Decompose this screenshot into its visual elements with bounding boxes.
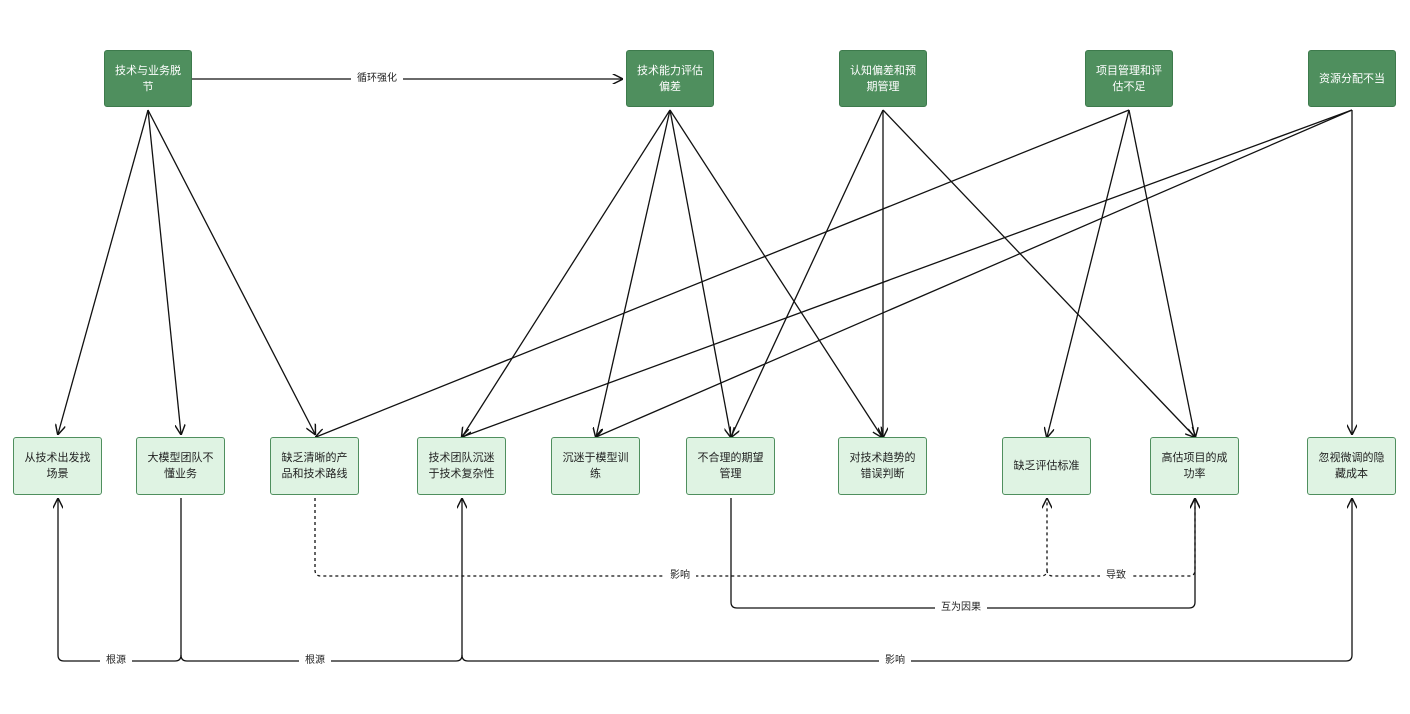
node-top-2[interactable]: 技术能力评估偏差	[626, 50, 714, 107]
node-top-1[interactable]: 技术与业务脱节	[104, 50, 192, 107]
edge-label-loop: 循环强化	[351, 72, 403, 86]
edge-root-1	[58, 498, 182, 662]
edge-label-root-2: 根源	[299, 654, 331, 668]
node-top-4[interactable]: 项目管理和评估不足	[1085, 50, 1173, 107]
edge-top4-bottom8	[1047, 109, 1130, 437]
node-bottom-9[interactable]: 高估项目的成功率	[1150, 437, 1239, 495]
edge-influence-1	[314, 498, 1047, 577]
edge-top1-bottom3	[147, 109, 315, 434]
node-bottom-6[interactable]: 不合理的期望管理	[686, 437, 775, 495]
edge-top4-bottom9	[1128, 109, 1195, 437]
node-top-3[interactable]: 认知偏差和预期管理	[839, 50, 927, 107]
edge-top3-bottom9	[882, 109, 1195, 437]
edge-top1-bottom1	[58, 109, 149, 434]
edge-top3-bottom6	[731, 109, 884, 437]
edge-top5-bottom4	[462, 109, 1353, 437]
node-bottom-1[interactable]: 从技术出发找场景	[13, 437, 102, 495]
edge-label-influence-1: 影响	[664, 569, 696, 583]
node-bottom-2[interactable]: 大模型团队不懂业务	[136, 437, 225, 495]
edge-label-root-1: 根源	[100, 654, 132, 668]
edge-label-mutual: 互为因果	[935, 601, 987, 615]
node-top-5[interactable]: 资源分配不当	[1308, 50, 1396, 107]
edge-top2-bottom4	[462, 109, 671, 437]
edge-label-leads-to: 导致	[1100, 569, 1132, 583]
node-bottom-5[interactable]: 沉迷于模型训练	[551, 437, 640, 495]
edge-label-influence-2: 影响	[879, 654, 911, 668]
edge-top4-bottom3	[316, 109, 1130, 437]
node-bottom-3[interactable]: 缺乏清晰的产品和技术路线	[270, 437, 359, 495]
node-bottom-8[interactable]: 缺乏评估标准	[1002, 437, 1091, 495]
edge-influence-2	[461, 499, 1352, 662]
node-bottom-7[interactable]: 对技术趋势的错误判断	[838, 437, 927, 495]
edge-root-2	[180, 499, 462, 662]
node-bottom-10[interactable]: 忽视微调的隐藏成本	[1307, 437, 1396, 495]
edge-top2-bottom7	[669, 109, 882, 437]
edge-top5-bottom5	[596, 109, 1353, 437]
edge-top2-bottom5	[596, 109, 671, 437]
edge-leads-to	[1046, 499, 1195, 577]
edge-top1-bottom2	[147, 109, 181, 434]
node-bottom-4[interactable]: 技术团队沉迷于技术复杂性	[417, 437, 506, 495]
edge-mutual	[730, 498, 1195, 609]
